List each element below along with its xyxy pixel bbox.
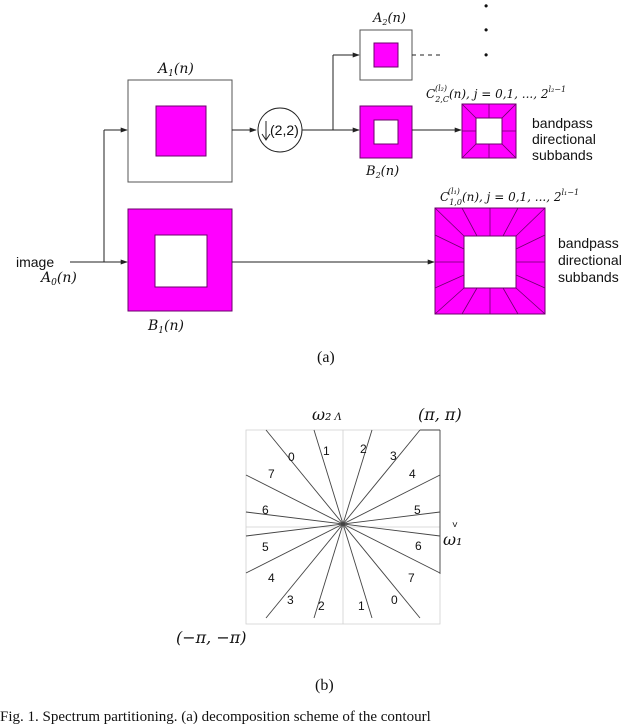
svg-text:•: • — [484, 0, 488, 13]
svg-text:3: 3 — [287, 593, 294, 607]
svg-text:•: • — [484, 48, 488, 62]
b2-block — [359, 105, 413, 159]
svg-text:2: 2 — [360, 442, 367, 456]
a2-label: A2(n) — [372, 11, 406, 27]
c1-inner-hole — [463, 235, 517, 289]
input-label: image — [16, 254, 54, 270]
svg-text:directional: directional — [532, 131, 596, 147]
downsampler: (2,2) — [257, 107, 303, 153]
a0-label: A0(n) — [39, 270, 77, 288]
a1-lowpass-square — [155, 105, 207, 157]
c2-formula: C2,C(l₂)(n), j = 0,1, ..., 2l₂−1 — [426, 84, 566, 104]
c2-description: bandpass directional subbands — [532, 115, 596, 163]
b2-label: B2(n) — [365, 164, 399, 180]
b1-inner-hole — [154, 234, 208, 288]
svg-text:subbands: subbands — [558, 269, 619, 285]
caption-a: (a) — [317, 349, 335, 366]
c2-block — [461, 103, 517, 159]
c1-formula: C1,0(l₁)(n), j = 0,1, ..., 2l₁−1 — [440, 187, 579, 207]
svg-text:bandpass: bandpass — [532, 115, 593, 131]
a0-sub: 0 — [51, 278, 57, 288]
svg-text:A0(n): A0(n) — [39, 270, 77, 288]
a0-arg: (n) — [57, 270, 77, 286]
diagram-a: image A0(n) A1(n) (2,2) — [16, 0, 622, 366]
a2-block — [359, 29, 413, 81]
caption-b: (b) — [315, 677, 334, 694]
svg-text:1: 1 — [358, 599, 365, 613]
svg-text:6: 6 — [415, 539, 422, 553]
svg-text:•: • — [484, 23, 488, 37]
wedge-lines — [245, 429, 441, 619]
a1-label: A1(n) — [156, 61, 194, 79]
a0-letter: A — [39, 270, 51, 286]
svg-text:7: 7 — [408, 571, 415, 585]
b1-block — [127, 208, 233, 312]
corner-bottom-left: (−π, −π) — [176, 628, 247, 647]
c2-inner-hole — [475, 117, 503, 145]
b1-label: B1(n) — [147, 318, 184, 336]
ellipsis-dots: • • • — [484, 0, 488, 62]
svg-text:5: 5 — [414, 503, 421, 517]
svg-text:3: 3 — [390, 449, 397, 463]
a2-lowpass-square — [373, 42, 399, 68]
a1-block — [127, 79, 233, 183]
downsample-factor: (2,2) — [270, 122, 299, 138]
omega1-label: ω₁ — [443, 530, 462, 549]
svg-text:0: 0 — [288, 450, 295, 464]
svg-text:bandpass: bandpass — [558, 235, 619, 251]
corner-top-right: (π, π) — [418, 405, 462, 424]
svg-text:2: 2 — [318, 599, 325, 613]
svg-text:0: 0 — [391, 593, 398, 607]
svg-text:subbands: subbands — [532, 147, 593, 163]
c2-wedge-lines — [461, 103, 517, 159]
svg-text:4: 4 — [268, 571, 275, 585]
c1-block — [434, 207, 546, 315]
svg-text:6: 6 — [262, 503, 269, 517]
svg-text:directional: directional — [558, 252, 622, 268]
b2-inner-hole — [373, 119, 399, 145]
figure-footer-caption: Fig. 1. Spectrum partitioning. (a) decom… — [0, 709, 431, 724]
svg-text:7: 7 — [268, 467, 275, 481]
svg-text:4: 4 — [409, 467, 416, 481]
frequency-grid — [245, 429, 441, 625]
svg-text:5: 5 — [262, 540, 269, 554]
c1-description: bandpass directional subbands — [558, 235, 622, 285]
omega1-tick: ˅ — [452, 520, 458, 531]
down-arrow-icon — [261, 121, 271, 141]
wedge-labels: 0 1 2 3 4 5 6 7 0 1 2 3 4 5 6 7 — [262, 442, 422, 613]
c1-wedge-lines — [434, 207, 546, 315]
svg-text:1: 1 — [323, 444, 330, 458]
